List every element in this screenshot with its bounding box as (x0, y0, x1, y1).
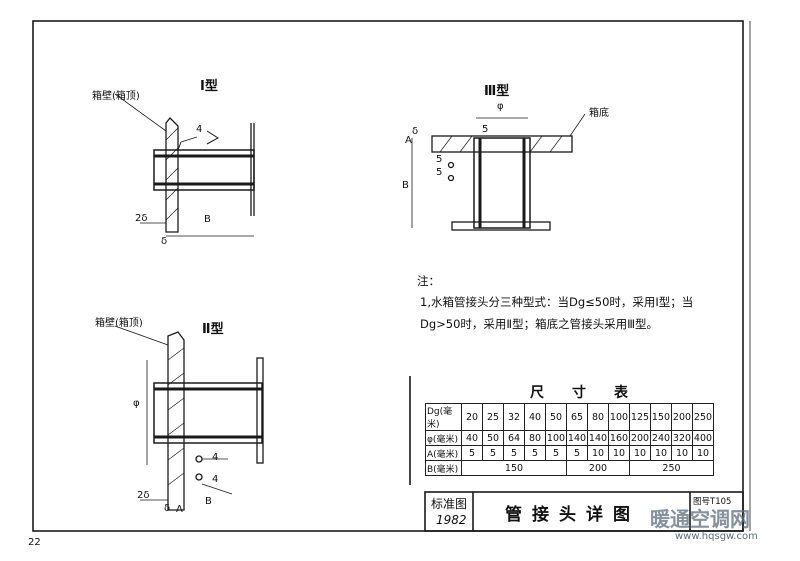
watermark-url: www.hqsgw.com (675, 531, 758, 542)
table-cell: 320 (671, 430, 693, 446)
table-cell: 5 (524, 445, 546, 461)
figure-2-thickness: 2δ (137, 490, 150, 501)
table-cell: 20 (461, 403, 483, 431)
table-row: B(毫米) 150 200 250 (425, 460, 714, 476)
title-block-drawing-number: 图号T105 (693, 497, 732, 507)
dimension-table: Dg(毫米) 20 25 32 40 50 65 80 100 125 150 … (425, 403, 714, 476)
table-cell: 240 (650, 430, 672, 446)
figure-3-drawing (411, 113, 586, 231)
table-cell: 32 (503, 403, 525, 431)
figure-1-drawing (114, 93, 255, 237)
table-cell: 5 (482, 445, 504, 461)
table-row-header: A(毫米) (425, 445, 462, 461)
table-row-header: Dg(毫米) (425, 403, 462, 431)
table-cell: 140 (566, 430, 588, 446)
figure-1-wall-thickness: δ (161, 236, 168, 247)
figure-3-dim-b: B (402, 180, 409, 191)
figure-1-wall-label: 箱壁(箱顶) (92, 91, 140, 102)
table-cell: 5 (545, 445, 567, 461)
figure-2-length: B (205, 496, 212, 507)
figure-1-title: Ⅰ型 (200, 79, 218, 94)
figure-3-dim-5: 5 (482, 124, 489, 135)
table-cell: 40 (524, 403, 546, 431)
table-cell: 65 (566, 403, 588, 431)
figure-2-diameter: φ (133, 398, 140, 409)
figure-2-title: Ⅱ型 (202, 322, 224, 337)
table-cell: 150 (650, 403, 672, 431)
figure-3-dim-delta: δ (412, 126, 419, 137)
outer-border (32, 20, 744, 532)
table-cell: 5 (503, 445, 525, 461)
figure-3-bottom-label: 箱底 (589, 108, 609, 119)
table-row: Dg(毫米) 20 25 32 40 50 65 80 100 125 150 … (425, 403, 714, 431)
page-number: 22 (28, 537, 41, 548)
table-cell: 10 (587, 445, 609, 461)
table-cell: 10 (692, 445, 714, 461)
notes-line-2: Dg>50时，采用Ⅱ型；箱底之管接头采用Ⅲ型。 (420, 317, 659, 331)
table-cell: 50 (482, 430, 504, 446)
table-cell: 100 (608, 403, 630, 431)
table-cell: 5 (461, 445, 483, 461)
table-cell: 10 (671, 445, 693, 461)
table-cell: 100 (545, 430, 567, 446)
figure-3-weld-2: 5 (436, 167, 443, 178)
table-cell: 5 (566, 445, 588, 461)
dimension-table-title: 尺 寸 表 (530, 385, 628, 401)
title-block-label: 标准图 (431, 497, 468, 511)
table-cell: 125 (629, 403, 651, 431)
table-cell: 200 (671, 403, 693, 431)
table-cell: 400 (692, 430, 714, 446)
table-row: A(毫米) 5 5 5 5 5 5 10 10 10 10 10 10 (425, 445, 714, 461)
table-cell: 200 (629, 430, 651, 446)
table-cell: 25 (482, 403, 504, 431)
table-cell: 150 (461, 460, 567, 476)
figure-1-weld-size: 4 (196, 124, 203, 135)
figure-1-length: B (204, 214, 211, 225)
table-cell: 80 (587, 403, 609, 431)
table-row-header: φ(毫米) (425, 430, 462, 446)
figure-1-thickness: 2δ (135, 213, 148, 224)
table-cell: 160 (608, 430, 630, 446)
table-cell: 80 (524, 430, 546, 446)
figure-3-dim-a: A (405, 135, 412, 146)
figure-3-title: Ⅲ型 (484, 84, 510, 99)
figure-2-drawing (114, 325, 264, 511)
figure-2-weld-1: 4 (212, 452, 219, 463)
figure-3-diameter: φ (497, 101, 504, 112)
title-block-year: 1982 (436, 513, 467, 527)
table-cell: 250 (629, 460, 714, 476)
table-cell: 10 (608, 445, 630, 461)
watermark-logo: 暖通空调网 (650, 507, 750, 531)
table-cell: 40 (461, 430, 483, 446)
table-cell: 64 (503, 430, 525, 446)
table-row-header: B(毫米) (425, 460, 462, 476)
table-cell: 50 (545, 403, 567, 431)
notes-line-1: 1,水箱管接头分三种型式：当Dg≤50时，采用Ⅰ型；当 (420, 295, 694, 309)
table-cell: 250 (692, 403, 714, 431)
figure-2-weld-2: 4 (212, 474, 219, 485)
table-cell: 10 (650, 445, 672, 461)
table-cell: 140 (587, 430, 609, 446)
table-row: φ(毫米) 40 50 64 80 100 140 140 160 200 24… (425, 430, 714, 446)
figure-2-wall-thickness: δ (164, 503, 171, 514)
figure-2-wall-label: 箱壁(箱顶) (95, 318, 143, 329)
title-block-title: 管接头详图 (505, 505, 640, 525)
figure-3-weld-1: 5 (436, 154, 443, 165)
notes-title: 注： (417, 274, 440, 288)
title-block-frame (424, 491, 744, 532)
figure-2-dim-a: A (176, 504, 183, 515)
table-cell: 10 (629, 445, 651, 461)
table-cell: 200 (566, 460, 630, 476)
